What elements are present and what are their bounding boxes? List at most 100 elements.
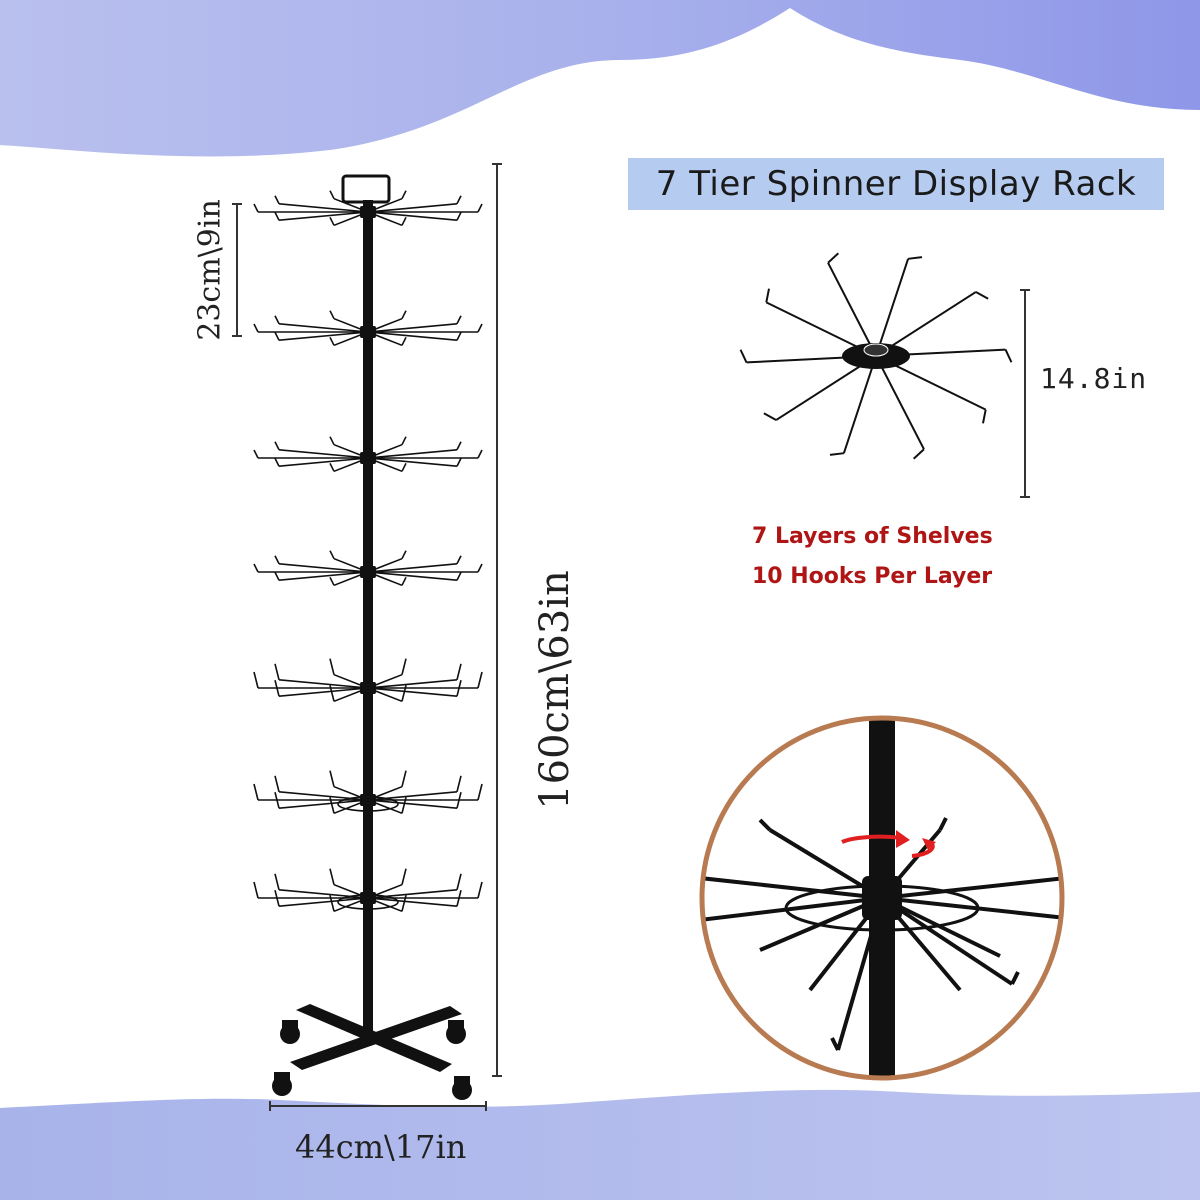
hook-tip xyxy=(274,457,280,467)
footer-wave xyxy=(0,1089,1200,1200)
hook-arm xyxy=(367,562,458,573)
hook-tip xyxy=(401,576,407,586)
tier-collar xyxy=(360,326,376,338)
hook-tip xyxy=(274,873,280,890)
caster-wheel xyxy=(452,1080,472,1100)
hook-tip xyxy=(401,190,407,200)
hook-tip xyxy=(456,890,462,907)
hook-tip xyxy=(477,881,483,899)
hook-tip xyxy=(329,770,335,787)
hook-tip xyxy=(329,576,335,586)
hook-tip xyxy=(477,563,483,573)
hook-tip xyxy=(401,797,407,814)
hook-arm xyxy=(278,211,369,222)
hook-arm xyxy=(367,202,458,213)
hook-tip xyxy=(401,310,407,320)
rack-pole xyxy=(363,200,373,1035)
hook-arm xyxy=(278,457,369,468)
hook-arm xyxy=(278,687,369,698)
hook-tip xyxy=(329,868,335,885)
closeup-arm xyxy=(704,896,883,922)
hub-arm-tip xyxy=(975,291,989,300)
hook-arm xyxy=(367,211,458,222)
hub-arm-tip xyxy=(763,412,777,421)
feature-layers: 7 Layers of Shelves xyxy=(752,524,993,549)
hub-arm-tip xyxy=(765,288,770,303)
hook-tip xyxy=(274,775,280,792)
tier-spacing-label: 23cm\9in xyxy=(192,199,228,341)
tier-collar xyxy=(360,566,376,578)
hook-tip xyxy=(477,671,483,689)
hook-arm xyxy=(367,571,458,582)
hub-arm-tip xyxy=(1004,349,1013,363)
hook-arm xyxy=(278,322,369,333)
hub-arm-tip xyxy=(913,448,925,460)
hook-tip xyxy=(456,792,462,809)
hook-tip xyxy=(274,663,280,680)
hub-arm-tip xyxy=(739,349,748,363)
hook-tip xyxy=(253,671,259,689)
hook-tip xyxy=(456,195,462,205)
hook-tip xyxy=(253,783,259,801)
hook-tip xyxy=(329,190,335,200)
hook-tip xyxy=(274,315,280,325)
rotation-arrowhead-right xyxy=(922,838,936,850)
hub-arm-tip xyxy=(907,256,923,260)
feature-hooks: 10 Hooks Per Layer xyxy=(752,564,993,589)
hook-arm xyxy=(278,799,369,810)
closeup-arm xyxy=(704,876,883,900)
hub-arm xyxy=(827,262,877,357)
hook-tip xyxy=(253,563,259,573)
hook-tip xyxy=(401,216,407,226)
rack-tier xyxy=(253,310,483,347)
caster-wheel xyxy=(446,1024,466,1044)
hook-arm xyxy=(367,448,458,459)
hook-tip xyxy=(456,441,462,451)
hook-tip xyxy=(274,211,280,221)
hook-tip xyxy=(456,571,462,581)
closeup-arm xyxy=(880,896,1014,986)
hook-arm xyxy=(367,678,458,689)
hook-tip xyxy=(456,457,462,467)
hook-tip xyxy=(253,323,259,333)
hook-tip xyxy=(401,895,407,912)
tier-collar xyxy=(360,206,376,218)
rack-base xyxy=(272,1004,472,1100)
hook-arm xyxy=(278,897,369,908)
base-width-label: 44cm\17in xyxy=(295,1128,467,1166)
hook-tip xyxy=(456,315,462,325)
hook-tip xyxy=(401,550,407,560)
hook-tip xyxy=(329,436,335,446)
tier-collar xyxy=(360,892,376,904)
hook-arm xyxy=(278,448,369,459)
closeup-arm xyxy=(881,876,1060,900)
hub-arm-tip xyxy=(827,252,839,264)
hook-arm xyxy=(278,202,369,213)
hook-arm xyxy=(367,322,458,333)
hook-arm xyxy=(278,571,369,582)
hook-arm xyxy=(367,799,458,810)
hook-tip xyxy=(456,663,462,680)
rack-tier xyxy=(253,436,483,473)
hub-arm xyxy=(875,355,925,450)
hook-tip xyxy=(477,203,483,213)
hook-tip xyxy=(329,310,335,320)
hook-tip xyxy=(253,203,259,213)
rotation-arrow-left xyxy=(841,834,901,844)
rotation-arrowhead-left xyxy=(896,830,910,848)
rack-tier xyxy=(253,770,483,815)
hook-tip xyxy=(401,770,407,787)
tier-collar xyxy=(360,794,376,806)
hub-arm xyxy=(875,258,910,357)
hook-arm xyxy=(367,457,458,468)
hook-arm xyxy=(367,897,458,908)
header-wave xyxy=(0,0,1200,157)
hook-tip xyxy=(401,658,407,675)
hook-arm xyxy=(278,331,369,342)
closeup-collar xyxy=(862,876,902,920)
